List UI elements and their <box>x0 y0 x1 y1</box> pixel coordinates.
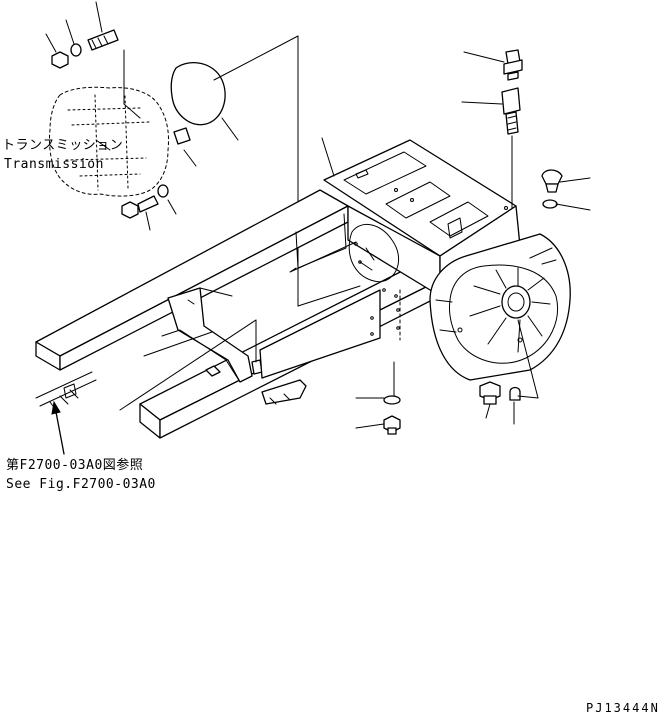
leader-line <box>213 35 299 81</box>
see-fig-label-en: See Fig.F2700-03A0 <box>6 477 156 492</box>
leader-line <box>119 319 257 411</box>
transmission-outline <box>49 86 169 197</box>
dowel-pin <box>173 127 197 167</box>
o-ring <box>170 62 239 141</box>
breather-fitting <box>463 49 523 81</box>
leader-line <box>297 285 361 307</box>
gasket <box>542 199 591 211</box>
main-frame <box>35 139 571 439</box>
spacer-bolt <box>461 87 521 209</box>
see-fig-label-jp: 第F2700-03A0図参照 <box>6 458 144 473</box>
bolt-washer <box>121 184 177 231</box>
drawing-code: PJ13444N <box>586 701 660 715</box>
drain-plug <box>355 361 401 435</box>
leader-line <box>123 103 141 119</box>
transmission-label-jp: トランスミッション <box>2 138 124 153</box>
cap <box>541 169 591 193</box>
transmission-label-en: Transmission <box>4 157 104 172</box>
drive-shaft-reference <box>35 371 97 455</box>
leader-line <box>321 137 335 177</box>
leader-line <box>95 139 111 151</box>
nut-washer-stud <box>45 1 119 69</box>
plug-and-pin <box>479 319 539 425</box>
leader-line <box>143 331 213 357</box>
